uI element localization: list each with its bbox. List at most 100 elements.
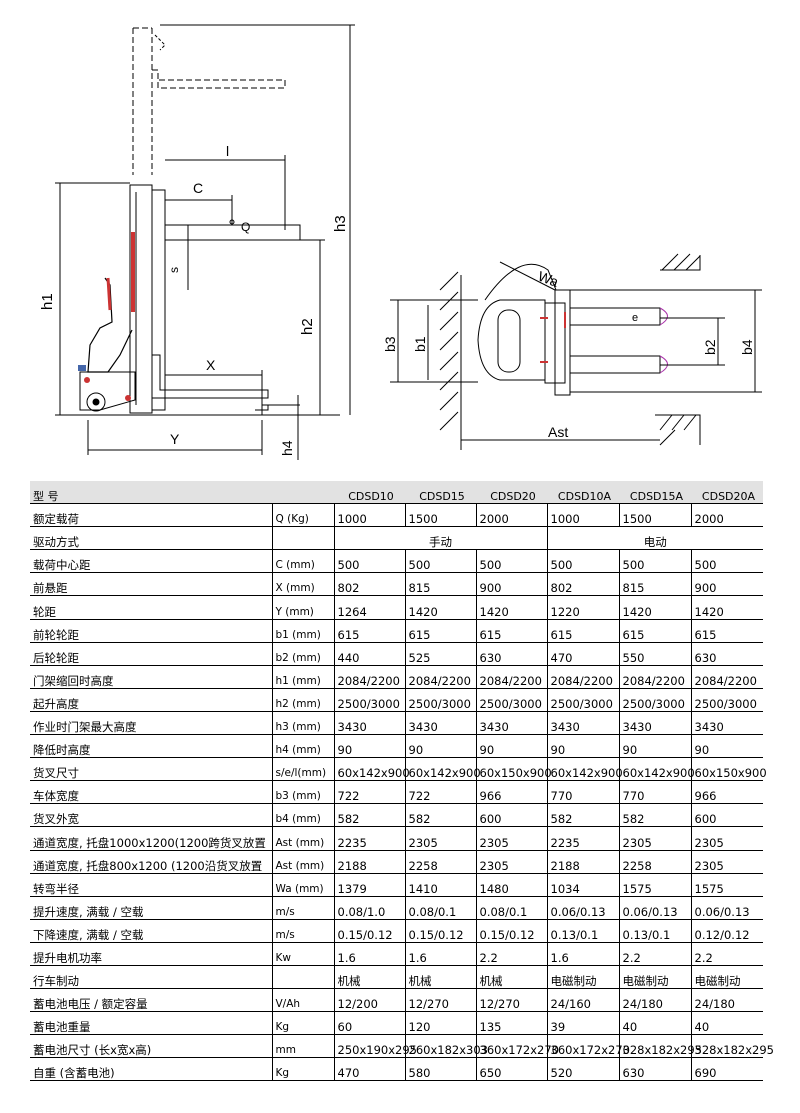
table-cell: 机械 <box>333 965 405 990</box>
table-cell: 12/270 <box>475 988 547 1013</box>
model-header: CDSD20 <box>476 481 547 505</box>
table-cell: 120 <box>404 1011 476 1036</box>
row-unit: b3 (mm) <box>271 780 334 805</box>
row-name: 作业时门架最大高度 <box>30 711 272 736</box>
table-cell: 2000 <box>690 503 763 528</box>
header-unit-cell <box>272 481 334 505</box>
table-cell: 1.6 <box>333 942 405 966</box>
row-unit: b1 (mm) <box>271 619 334 643</box>
label-ast: Ast <box>548 424 568 440</box>
row-unit: Kg <box>271 1011 334 1036</box>
table-cell: 90 <box>690 734 763 759</box>
table-cell: 0.13/0.1 <box>546 919 619 943</box>
table-cell: 582 <box>546 803 619 828</box>
table-cell: 0.08/0.1 <box>475 896 547 920</box>
table-cell: 3430 <box>690 711 763 736</box>
table-cell: 815 <box>618 572 691 597</box>
table-cell: 2305 <box>690 850 763 874</box>
table-cell: 440 <box>333 642 405 666</box>
table-cell: 1034 <box>546 873 619 897</box>
table-cell: 2500/3000 <box>690 688 763 712</box>
row-unit: Kw <box>271 942 334 966</box>
table-cell: 500 <box>475 549 547 574</box>
table-cell: 1000 <box>333 503 405 528</box>
row-unit: m/s <box>271 896 334 920</box>
row-unit: h3 (mm) <box>271 711 334 736</box>
table-cell: 39 <box>546 1011 619 1036</box>
table-cell: 600 <box>690 803 763 828</box>
table-cell: 2258 <box>618 850 691 874</box>
row-name: 载荷中心距 <box>30 549 272 574</box>
table-cell: 3430 <box>475 711 547 736</box>
row-name: 自重 (含蓄电池) <box>30 1057 272 1082</box>
table-cell: 2000 <box>475 503 547 528</box>
table-cell: 0.13/0.1 <box>618 919 691 943</box>
row-unit: b2 (mm) <box>271 642 334 666</box>
table-cell: 966 <box>690 780 763 805</box>
label-y: Y <box>170 431 180 447</box>
table-cell: 500 <box>690 549 763 574</box>
table-cell: 1480 <box>475 873 547 897</box>
label-b1: b1 <box>412 336 428 352</box>
table-cell: 770 <box>546 780 619 805</box>
row-name: 轮距 <box>30 595 272 620</box>
table-cell: 2305 <box>475 850 547 874</box>
row-name: 前轮轮距 <box>30 619 272 643</box>
row-unit: Ast (mm) <box>271 850 334 874</box>
label-h1: h1 <box>39 293 56 310</box>
table-cell: 60x142x900 <box>333 757 410 782</box>
label-l: l <box>226 143 229 159</box>
table-cell: 1420 <box>618 595 691 620</box>
label-c: C <box>193 180 203 196</box>
table-cell: 1220 <box>546 595 619 620</box>
row-name: 蓄电池重量 <box>30 1011 272 1036</box>
row-name: 前悬距 <box>30 572 272 597</box>
table-cell: 966 <box>475 780 547 805</box>
table-cell: 550 <box>618 642 691 666</box>
table-cell: 24/160 <box>546 988 619 1013</box>
table-cell: 900 <box>690 572 763 597</box>
row-name: 车体宽度 <box>30 780 272 805</box>
table-cell: 3430 <box>333 711 405 736</box>
table-cell: 2084/2200 <box>475 665 547 689</box>
table-cell: 328x182x295 <box>690 1034 774 1059</box>
side-view-drawing <box>55 24 355 460</box>
table-cell: 615 <box>546 619 619 643</box>
row-name: 起升高度 <box>30 688 272 712</box>
table-cell: 630 <box>690 642 763 666</box>
technical-drawings: l C Q s X Y h1 h2 h3 h4 <box>39 24 762 460</box>
row-unit: V/Ah <box>271 988 334 1013</box>
table-cell: 615 <box>618 619 691 643</box>
table-cell: 12/270 <box>404 988 476 1013</box>
table-cell: 90 <box>404 734 476 759</box>
table-cell: 2305 <box>404 826 476 851</box>
table-cell: 615 <box>475 619 547 643</box>
row-unit <box>271 965 334 990</box>
table-cell: 615 <box>333 619 405 643</box>
table-cell: 2084/2200 <box>546 665 619 689</box>
table-cell: 2084/2200 <box>690 665 763 689</box>
table-cell: 328x182x295 <box>618 1034 702 1059</box>
model-header: CDSD20A <box>691 481 763 505</box>
row-unit: X (mm) <box>271 572 334 597</box>
table-cell: 0.12/0.12 <box>690 919 763 943</box>
table-cell: 3430 <box>404 711 476 736</box>
row-name: 门架缩回时高度 <box>30 665 272 689</box>
top-view-drawing <box>390 253 762 450</box>
label-h2: h2 <box>299 318 316 335</box>
label-e: e <box>632 312 638 324</box>
table-cell: 2235 <box>546 826 619 851</box>
table-cell: 470 <box>333 1057 405 1082</box>
table-cell: 900 <box>475 572 547 597</box>
